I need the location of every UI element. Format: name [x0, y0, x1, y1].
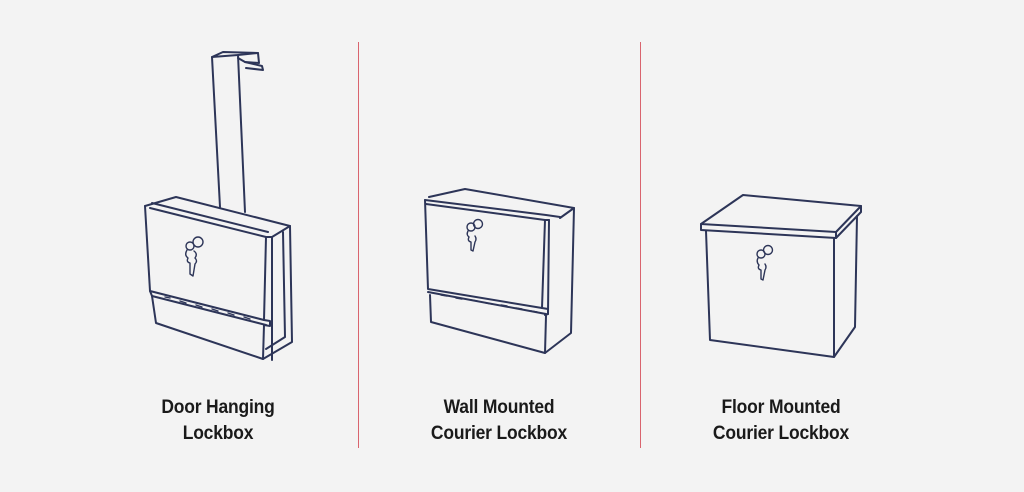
label-line-2: Courier Lockbox: [712, 423, 850, 444]
label-line-2: Courier Lockbox: [430, 423, 568, 444]
wall-mounted-lockbox-label: Wall Mounted Courier Lockbox: [389, 395, 610, 447]
floor-mounted-lockbox-label: Floor Mounted Courier Lockbox: [671, 395, 892, 447]
door-hanging-lockbox-label: Door Hanging Lockbox: [108, 395, 329, 447]
label-line-1: Wall Mounted: [443, 397, 555, 418]
door-hanging-lockbox-icon: [144, 51, 293, 361]
floor-mounted-lockbox-icon: [700, 194, 862, 358]
label-line-2: Lockbox: [182, 423, 254, 444]
column-divider: [640, 42, 641, 448]
column-divider: [358, 42, 359, 448]
wall-mounted-lockbox-icon: [424, 188, 575, 354]
label-line-1: Floor Mounted: [721, 397, 841, 418]
label-line-1: Door Hanging: [161, 397, 275, 418]
